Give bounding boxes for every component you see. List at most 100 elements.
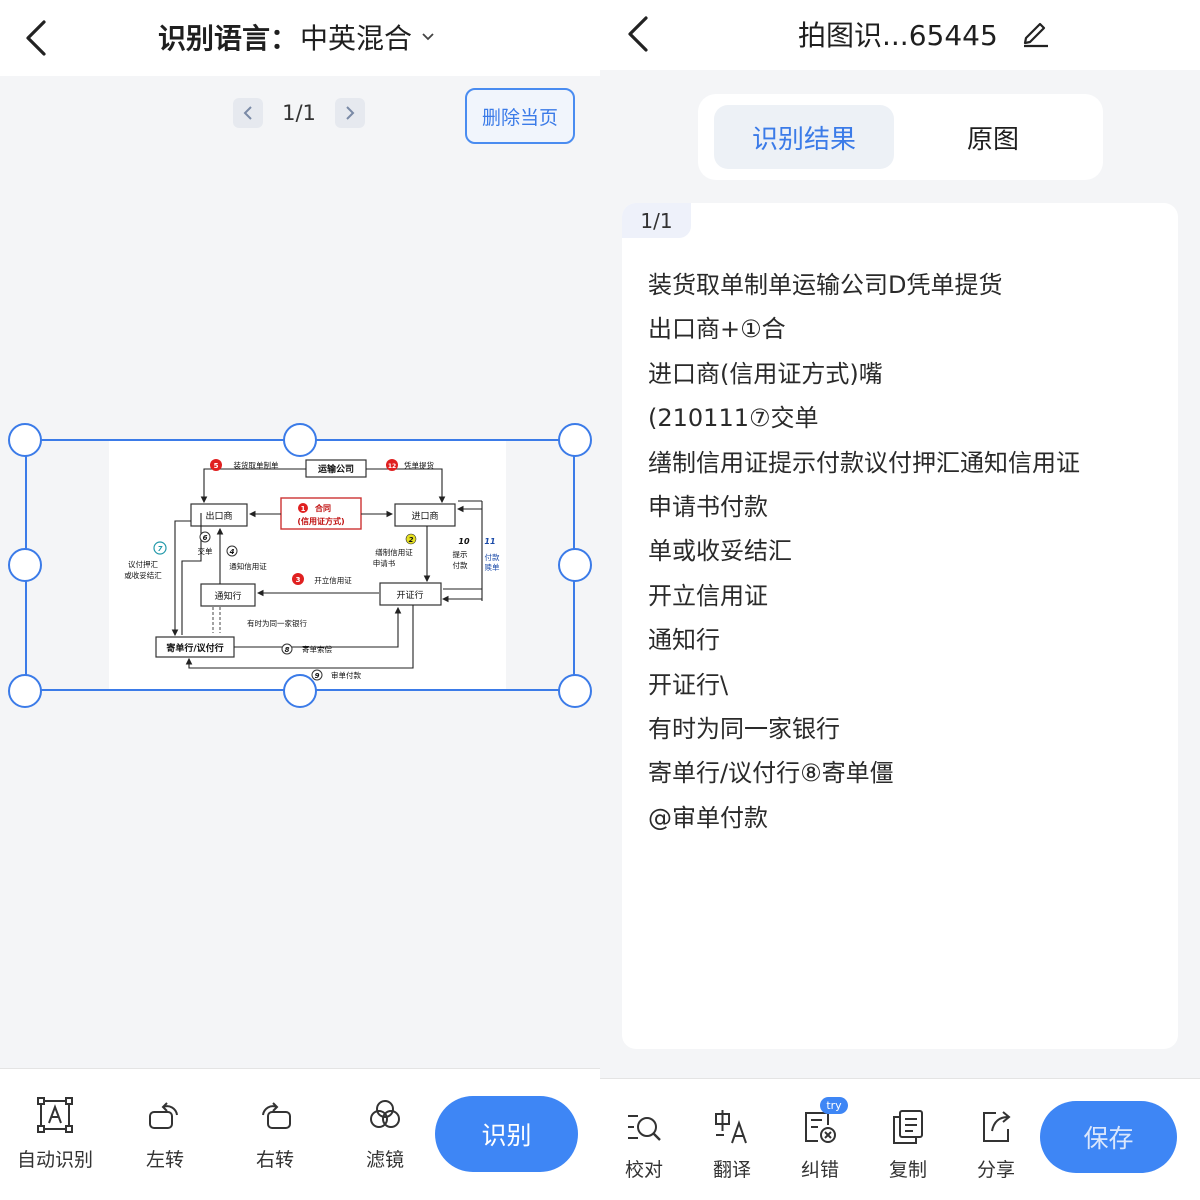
crop-frame[interactable] — [25, 439, 575, 691]
crop-handle-bottom-right[interactable] — [558, 674, 592, 708]
crop-handle-left[interactable] — [8, 548, 42, 582]
step-1-badge — [298, 503, 308, 513]
correct-errors-button[interactable]: try 纠错 — [780, 1097, 860, 1182]
pencil-icon — [1023, 22, 1048, 48]
step-2-number: 2 — [409, 536, 414, 544]
result-line: 出口商+①合 — [648, 315, 786, 344]
share-label: 分享 — [976, 1159, 1015, 1181]
node-transport: 运输公司 — [318, 463, 354, 475]
step-10-number: 10 — [458, 537, 470, 546]
crop-handle-top[interactable] — [283, 423, 317, 457]
chevron-left-icon — [628, 16, 648, 52]
result-line: (210111⑦交单 — [648, 404, 819, 433]
crop-handle-bottom[interactable] — [283, 674, 317, 708]
filter-button[interactable]: 滤镜 — [330, 1095, 440, 1172]
crop-handle-top-left[interactable] — [8, 423, 42, 457]
step-8-number: 8 — [285, 646, 290, 654]
result-line: 申请书付款 — [648, 492, 768, 521]
label-pay-2: 赎单 — [485, 562, 500, 572]
prev-page-button[interactable] — [233, 98, 263, 128]
result-header: 拍图识...65445 — [600, 0, 1200, 70]
step-9-number: 9 — [315, 672, 320, 680]
step-7-number: 7 — [158, 545, 163, 553]
copy-icon — [893, 1110, 923, 1144]
crop-handle-top-right[interactable] — [558, 423, 592, 457]
rotate-right-icon — [262, 1102, 291, 1129]
node-importer: 进口商 — [411, 510, 438, 522]
document-image: 运输公司 出口商 进口商 1 合同 (信用证方式) 通知行 开证行 寄单行/议付… — [109, 441, 506, 689]
auto-detect-button[interactable]: 自动识别 — [0, 1095, 110, 1172]
result-line: 寄单行/议付行⑧寄单僵 — [648, 759, 894, 788]
result-line: 开立信用证 — [648, 581, 768, 610]
result-text[interactable]: 装货取单制单运输公司D凭单提货出口商+①合进口商(信用证方式)嘴 (210111⑦… — [648, 263, 1080, 840]
label-notify: 通知信用证 — [229, 561, 267, 571]
translate-label: 翻译 — [712, 1159, 751, 1181]
label-nego-1: 议付押汇 — [128, 559, 158, 569]
node-issuing-box — [379, 582, 442, 606]
crop-toolbar: 自动识别 左转 右转 滤镜 识别 — [0, 1068, 600, 1200]
label-apply-2: 申请书 — [373, 558, 396, 568]
chevron-left-icon — [243, 106, 252, 120]
label-load: 装货取单制单 — [234, 460, 279, 470]
tab-original[interactable]: 原图 — [966, 124, 1019, 155]
edit-title-button[interactable] — [1020, 16, 1052, 48]
flow-arrows — [171, 468, 483, 669]
label-review: 审单付款 — [331, 670, 361, 680]
result-line: 缮制信用证提示付款议付押汇通知信用证 — [648, 448, 1080, 477]
rotate-left-label: 左转 — [145, 1149, 184, 1171]
step-12-number: 12 — [388, 463, 396, 470]
node-exporter-box — [190, 503, 248, 527]
step-6-number: 6 — [203, 534, 208, 542]
crop-header: 识别语言： 中英混合 — [0, 0, 600, 76]
result-line: 单或收妥结汇 — [648, 537, 792, 566]
result-line: @审单付款 — [648, 803, 768, 832]
correct-errors-label: 纠错 — [800, 1159, 839, 1181]
node-advising-box — [200, 583, 256, 607]
back-button[interactable] — [18, 18, 58, 58]
language-value: 中英混合 — [300, 22, 413, 55]
label-nego-2: 或收妥结汇 — [124, 570, 162, 580]
language-selector[interactable]: 识别语言： 中英混合 — [158, 17, 436, 57]
label-present-1: 提示 — [453, 549, 468, 559]
label-present-2: 付款 — [453, 560, 468, 570]
step-4-number: 4 — [230, 548, 235, 556]
step-1-number: 1 — [301, 505, 306, 513]
node-contract-line2: (信用证方式) — [297, 516, 344, 526]
auto-detect-label: 自动识别 — [16, 1149, 93, 1171]
delete-page-button[interactable]: 删除当页 — [465, 88, 575, 144]
recognize-button[interactable]: 识别 — [435, 1096, 578, 1172]
label-pay-1: 付款 — [485, 552, 500, 562]
result-line: 进口商(信用证方式)嘴 — [648, 359, 883, 388]
translate-button[interactable]: 翻译 — [692, 1107, 772, 1182]
save-button[interactable]: 保存 — [1040, 1101, 1177, 1173]
filter-label: 滤镜 — [365, 1149, 404, 1171]
result-toolbar: 校对 翻译 try 纠错 复 — [600, 1078, 1200, 1200]
copy-button[interactable]: 复制 — [868, 1107, 948, 1182]
node-importer-box — [394, 503, 456, 527]
result-card: 1/1 装货取单制单运输公司D凭单提货出口商+①合进口商(信用证方式)嘴(210… — [622, 203, 1178, 1049]
translate-icon — [715, 1110, 747, 1144]
proofread-button[interactable]: 校对 — [604, 1107, 684, 1182]
next-page-button[interactable] — [335, 98, 365, 128]
language-label: 识别语言： — [158, 22, 299, 55]
share-button[interactable]: 分享 — [956, 1107, 1036, 1182]
rotate-left-icon — [149, 1102, 178, 1129]
step-11-number: 11 — [484, 537, 495, 546]
node-contract-line1: 合同 — [314, 503, 331, 513]
step-5-number: 5 — [214, 462, 219, 470]
result-line: 装货取单制单运输公司D凭单提货 — [648, 271, 1003, 299]
copy-label: 复制 — [888, 1159, 927, 1181]
result-pane: 拍图识...65445 识别结果 原图 1/1 装货取单制单运输公司D凭单提货出… — [600, 0, 1200, 1200]
rotate-right-button[interactable]: 右转 — [220, 1095, 330, 1172]
crop-handle-bottom-left[interactable] — [8, 674, 42, 708]
back-button[interactable] — [620, 14, 660, 54]
document-title: 拍图识...65445 — [798, 19, 998, 52]
flow-diagram: 运输公司 出口商 进口商 1 合同 (信用证方式) 通知行 开证行 寄单行/议付… — [124, 459, 500, 681]
correct-errors-icon — [805, 1112, 836, 1143]
node-advising-bank: 通知行 — [214, 590, 241, 602]
rotate-left-button[interactable]: 左转 — [110, 1095, 220, 1172]
step-3-number: 3 — [296, 576, 301, 584]
crop-handle-right[interactable] — [558, 548, 592, 582]
view-tabs: 识别结果 原图 — [698, 94, 1103, 180]
tab-result[interactable]: 识别结果 — [714, 105, 894, 169]
